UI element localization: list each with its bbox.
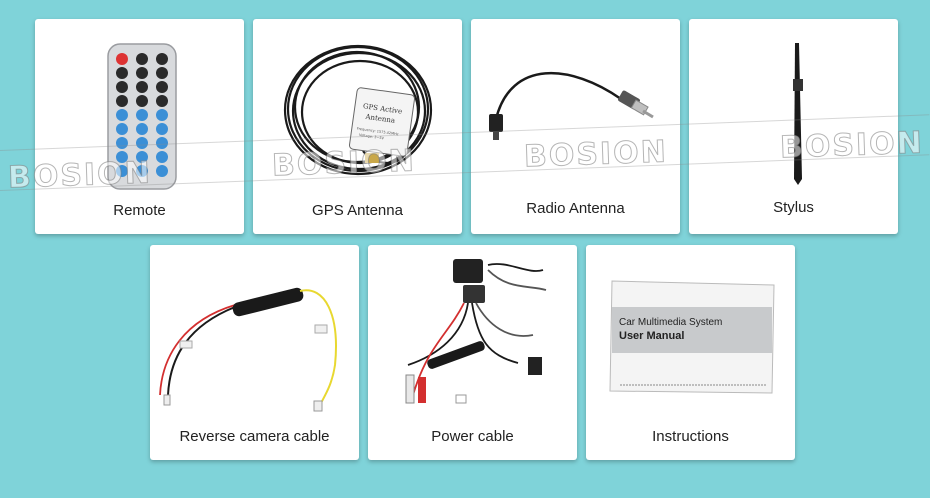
product-card-instructions: Car Multimedia System User Manual Instru… — [586, 245, 795, 460]
instructions-image: Car Multimedia System User Manual — [609, 280, 775, 394]
product-card-remote: Remote — [35, 19, 244, 234]
remote-button — [116, 137, 128, 149]
product-label: GPS Antenna — [312, 202, 403, 219]
product-card-gps-antenna: GPS Active Antenna Frequency: 1575.42MHz… — [253, 19, 462, 234]
remote-button — [136, 95, 148, 107]
remote-button — [156, 151, 168, 163]
product-card-stylus: Stylus — [689, 19, 898, 234]
watermark-text: BOSION — [271, 143, 417, 184]
remote-button — [136, 123, 148, 135]
remote-button — [136, 137, 148, 149]
watermark-text: BOSION — [779, 125, 925, 166]
remote-button — [116, 123, 128, 135]
watermark-text: BOSION — [7, 155, 153, 196]
stylus-image — [793, 43, 803, 185]
remote-button — [116, 109, 128, 121]
remote-button — [136, 151, 148, 163]
remote-button — [116, 165, 128, 177]
remote-button — [156, 137, 168, 149]
sticker-fine-print: Voltage: 3~5V — [359, 133, 385, 141]
remote-button — [156, 53, 168, 65]
product-label: Stylus — [773, 199, 814, 216]
manual-title-line2: User Manual — [619, 330, 684, 342]
product-label: Radio Antenna — [526, 200, 625, 217]
product-card-radio-antenna: Radio Antenna — [471, 19, 680, 234]
remote-button — [156, 95, 168, 107]
remote-button — [116, 53, 128, 65]
remote-button — [156, 81, 168, 93]
remote-button — [116, 151, 128, 163]
remote-button — [116, 81, 128, 93]
power-cable-image — [405, 259, 547, 404]
remote-button — [136, 81, 148, 93]
reverse-camera-cable-image — [159, 287, 337, 412]
product-label: Reverse camera cable — [179, 428, 330, 445]
remote-image — [107, 43, 177, 190]
remote-button — [136, 165, 148, 177]
gps-antenna-image: GPS Active Antenna Frequency: 1575.42MHz… — [283, 44, 433, 176]
watermark-text: BOSION — [523, 134, 669, 175]
remote-button — [136, 109, 148, 121]
product-label: Power cable — [431, 428, 514, 445]
product-card-power-cable: Power cable — [368, 245, 577, 460]
sticker-fine-print: Frequency: 1575.42MHz — [357, 127, 399, 137]
remote-button — [156, 67, 168, 79]
remote-button — [156, 109, 168, 121]
remote-button — [116, 95, 128, 107]
radio-antenna-image — [489, 72, 654, 140]
remote-button — [136, 67, 148, 79]
remote-button — [136, 53, 148, 65]
remote-button — [156, 123, 168, 135]
remote-button — [156, 165, 168, 177]
manual-title-line1: Car Multimedia System — [619, 317, 722, 328]
product-label: Instructions — [652, 428, 729, 445]
remote-button — [116, 67, 128, 79]
product-label: Remote — [113, 202, 166, 219]
product-card-reverse-camera-cable: Reverse camera cable — [150, 245, 359, 460]
